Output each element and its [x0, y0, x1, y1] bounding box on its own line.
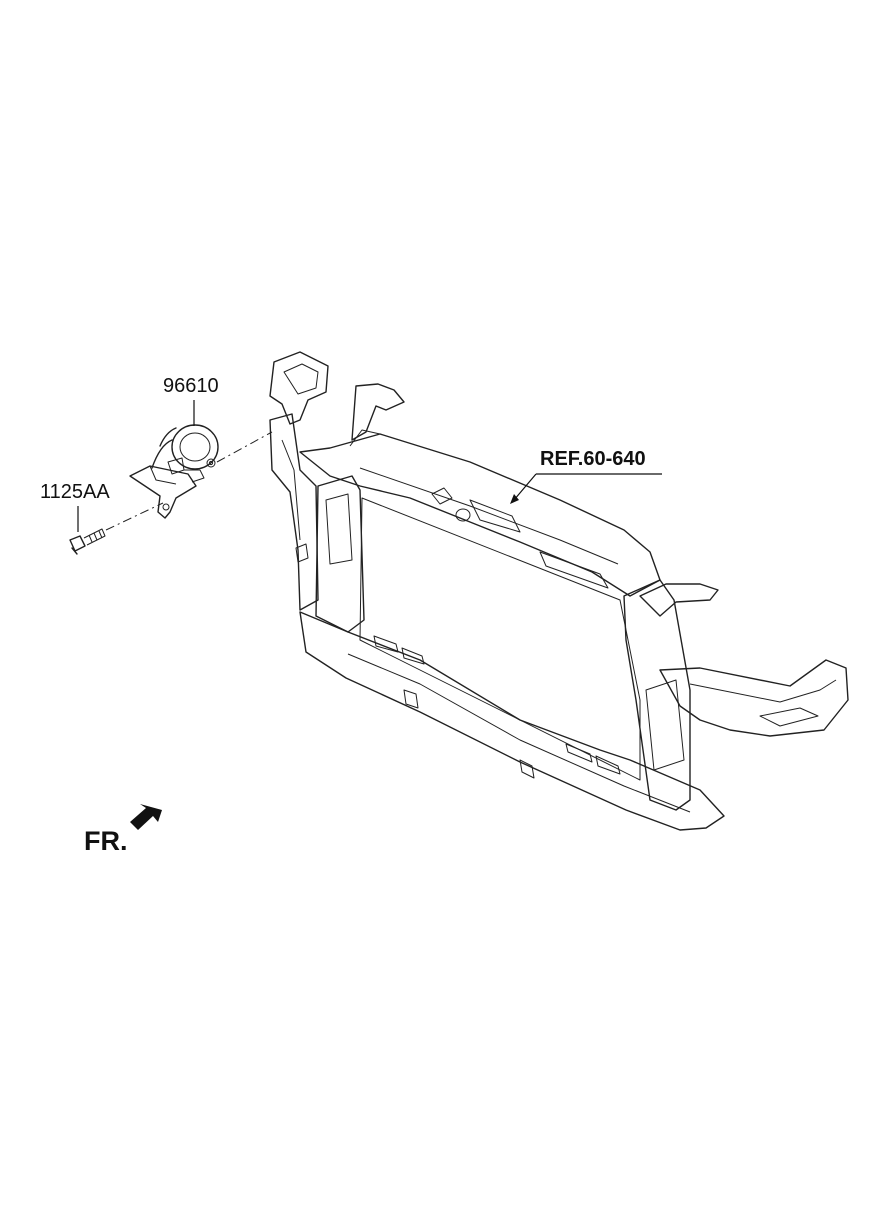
reference-leader-line: [513, 473, 537, 501]
reference-arrowhead: [510, 494, 519, 504]
arrow-down-left-icon: [130, 804, 162, 830]
front-end-carrier: [269, 351, 849, 831]
horn-assembly: [129, 424, 219, 519]
horn-part-number: 96610: [163, 375, 219, 397]
bolt-part-number: 1125AA: [40, 481, 110, 503]
bolt: [69, 528, 106, 555]
front-direction-label: FR.: [84, 826, 128, 856]
reference-label: REF.60-640: [540, 448, 646, 470]
horn-mount-centerline: [216, 431, 273, 463]
bolt-mount-centerline: [105, 502, 164, 531]
